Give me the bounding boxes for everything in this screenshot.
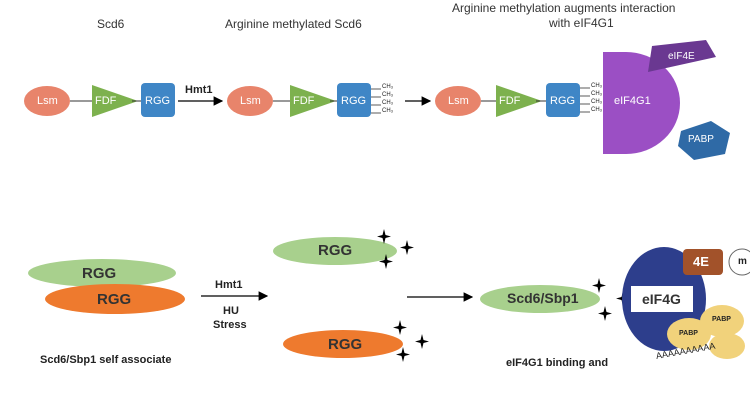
pabp-yellow-1 bbox=[667, 318, 711, 350]
stage3-title-line1: Arginine methylation augments interactio… bbox=[452, 1, 676, 15]
rgg-domain-1 bbox=[141, 83, 175, 117]
stress-label: Stress bbox=[213, 319, 247, 331]
lsm-domain-2 bbox=[227, 86, 273, 116]
scd6-sbp1-label: Scd6/Sbp1 bbox=[507, 290, 579, 306]
fdf-domain-2 bbox=[290, 85, 336, 117]
lsm-label-2: Lsm bbox=[240, 95, 261, 107]
fdf-label-1: FDF bbox=[95, 95, 117, 107]
pabp-yellow-label-2: PABP bbox=[712, 316, 731, 323]
rgg-green-methylated bbox=[273, 237, 397, 265]
fdf-domain-1 bbox=[92, 85, 138, 117]
rgg-orange-methylated bbox=[283, 330, 403, 358]
lsm-domain-3 bbox=[435, 86, 481, 116]
rgg-green-left-label: RGG bbox=[82, 265, 117, 282]
methyl-2a: CH₃ bbox=[382, 84, 394, 90]
methyl-2b: CH₃ bbox=[382, 92, 394, 98]
hmt1-label-bottom: Hmt1 bbox=[215, 279, 243, 291]
methyl-lines-3 bbox=[580, 87, 590, 113]
pabp-yellow-2 bbox=[700, 305, 744, 337]
eif4g1-label: eIF4G1 bbox=[614, 95, 651, 107]
methyl-2c: CH₃ bbox=[382, 100, 394, 106]
eif4g1-shape bbox=[603, 52, 680, 154]
eif4e-label: eIF4E bbox=[668, 51, 695, 62]
methyl-lines-2 bbox=[371, 88, 381, 114]
self-associate-caption: Scd6/Sbp1 self associate bbox=[40, 354, 172, 366]
methyl-3b: CH₃ bbox=[591, 91, 603, 97]
fdf-domain-3 bbox=[496, 85, 542, 117]
stage3-title-line2: with eIF4G1 bbox=[549, 16, 614, 30]
rgg-orange-methylated-label: RGG bbox=[328, 336, 363, 353]
hu-label: HU bbox=[223, 305, 239, 317]
rgg-green-methylated-label: RGG bbox=[318, 242, 353, 259]
pabp-label: PABP bbox=[688, 134, 714, 145]
rgg-orange-left bbox=[45, 284, 185, 314]
cap-label: m bbox=[738, 256, 747, 267]
methyl-3c: CH₃ bbox=[591, 99, 603, 105]
methyl-3d: CH₃ bbox=[591, 107, 603, 113]
rgg-green-left bbox=[28, 259, 176, 287]
eif4e-shape bbox=[648, 40, 716, 72]
methyl-2d: CH₃ bbox=[382, 108, 394, 114]
methyl-3a: CH₃ bbox=[591, 83, 603, 89]
cap-shape bbox=[728, 248, 750, 276]
hmt1-label-top: Hmt1 bbox=[185, 84, 213, 96]
rgg-domain-3 bbox=[546, 83, 580, 117]
e4-shape bbox=[683, 249, 723, 275]
fdf-label-3: FDF bbox=[499, 95, 521, 107]
eif4g-label-box bbox=[631, 286, 693, 312]
rgg-label-3: RGG bbox=[550, 95, 576, 107]
binding-caption: eIF4G1 binding and bbox=[506, 357, 609, 369]
rgg-label-2: RGG bbox=[341, 95, 367, 107]
stage1-title: Scd6 bbox=[97, 17, 125, 31]
eif4g-label: eIF4G bbox=[642, 291, 681, 307]
lsm-domain-1 bbox=[24, 86, 70, 116]
lsm-label-3: Lsm bbox=[448, 95, 469, 107]
rgg-orange-left-label: RGG bbox=[97, 291, 132, 308]
scd6-sbp1-shape bbox=[480, 285, 600, 313]
e4-label: 4E bbox=[693, 254, 709, 269]
pabp-yellow-label-1: PABP bbox=[679, 330, 698, 337]
lsm-label-1: Lsm bbox=[37, 95, 58, 107]
rgg-domain-2 bbox=[337, 83, 371, 117]
fdf-label-2: FDF bbox=[293, 95, 315, 107]
rgg-label-1: RGG bbox=[145, 95, 171, 107]
pabp-yellow-3 bbox=[709, 333, 745, 359]
pabp-shape bbox=[678, 121, 730, 160]
stage2-title: Arginine methylated Scd6 bbox=[225, 17, 362, 31]
